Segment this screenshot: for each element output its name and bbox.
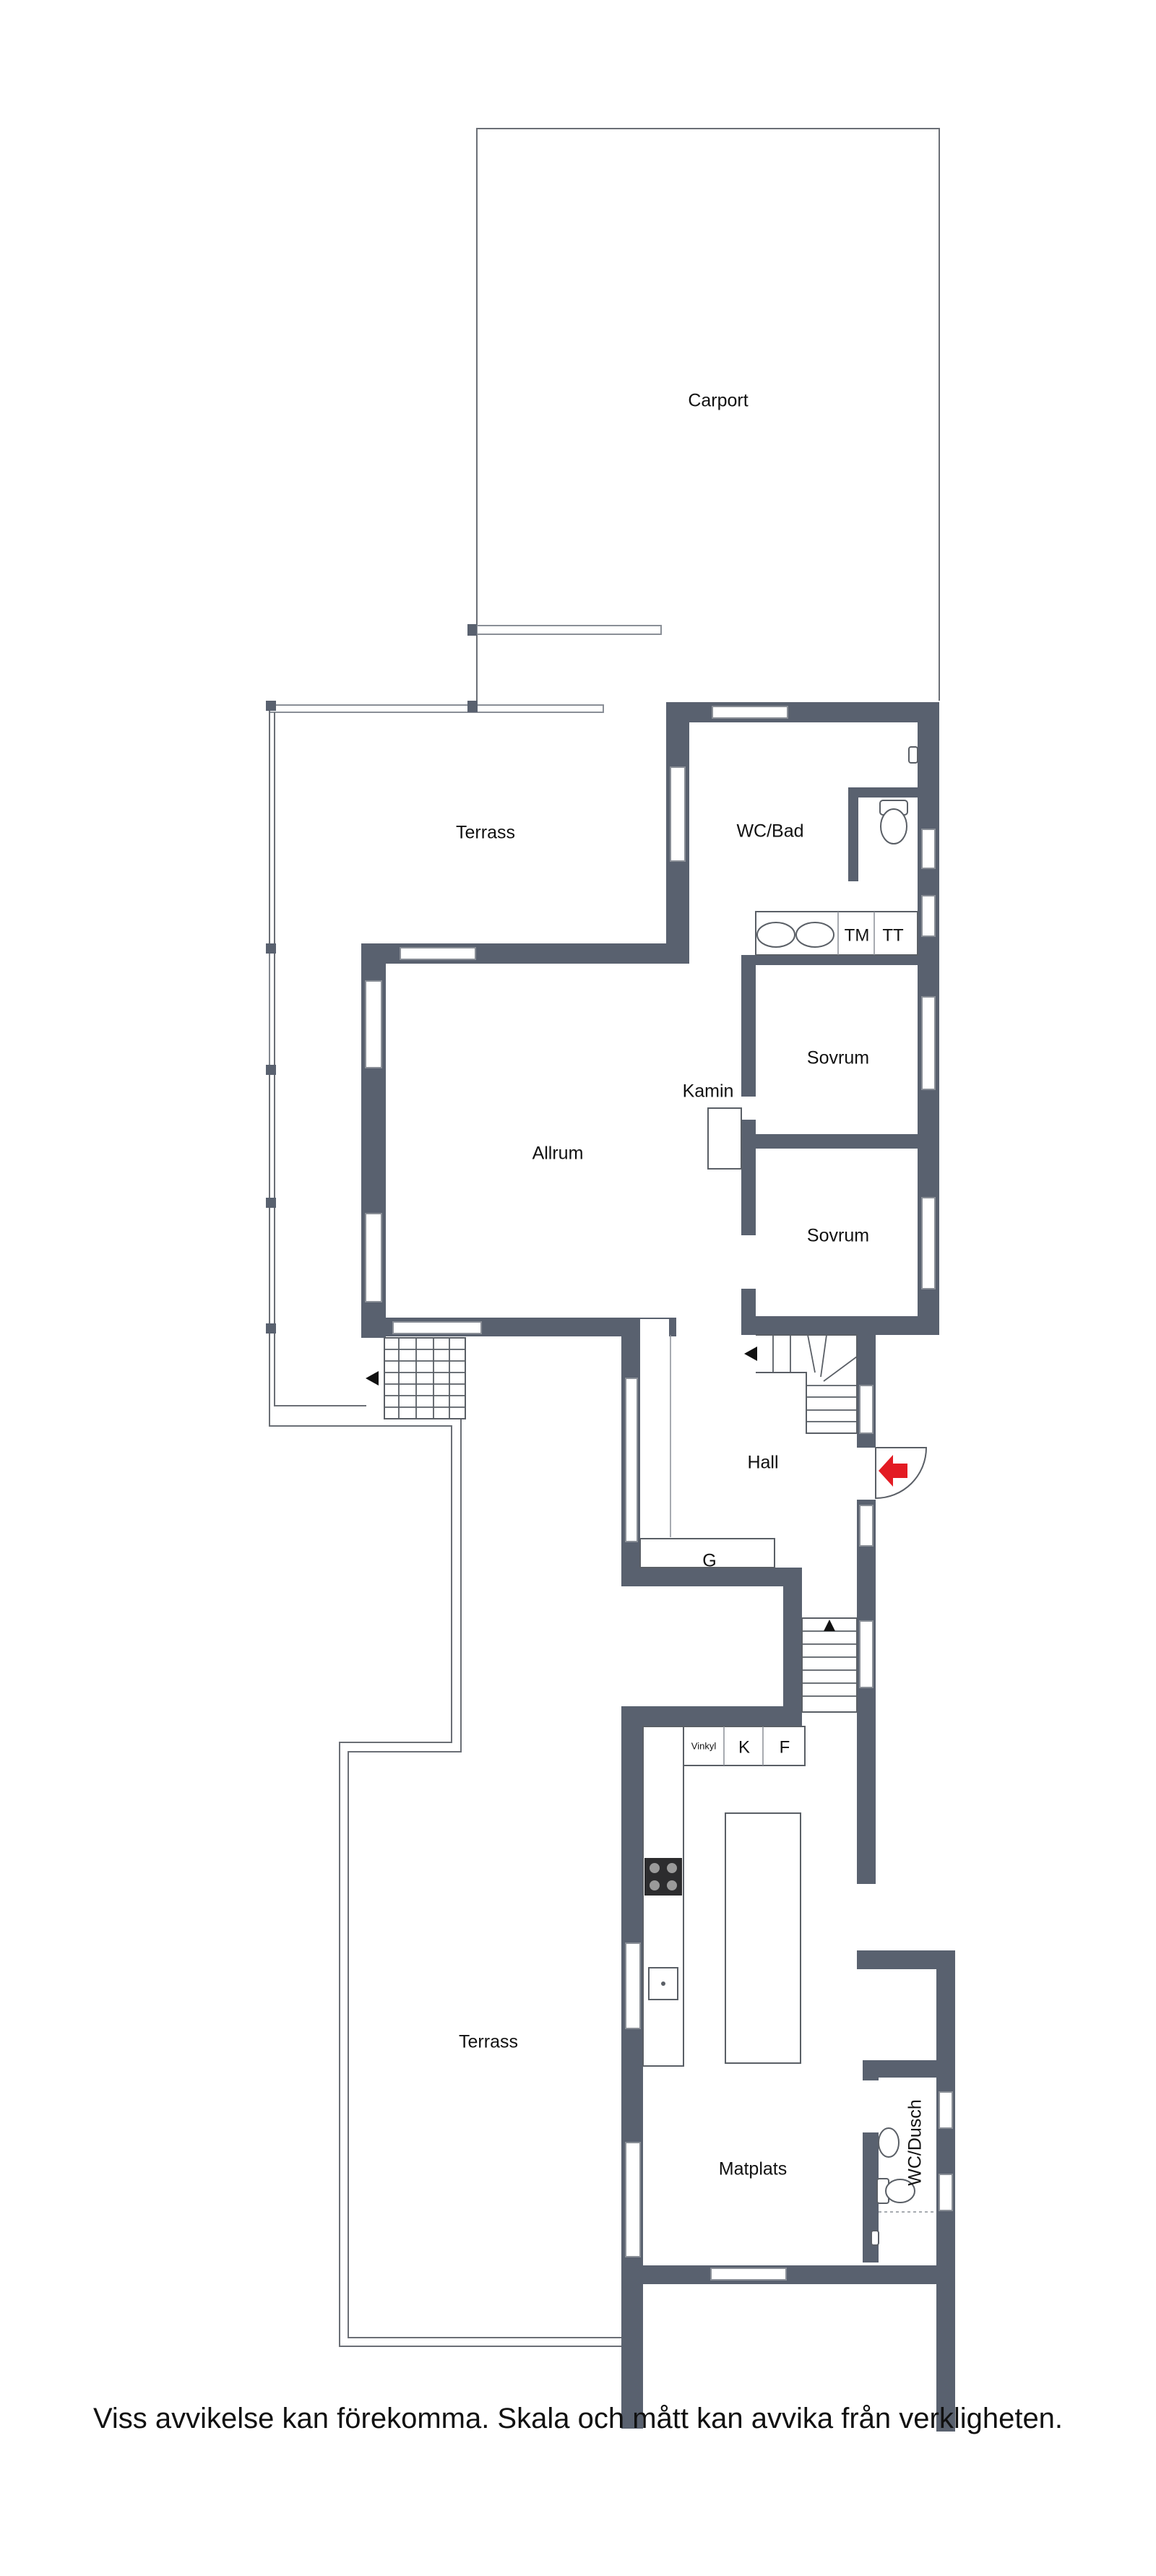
stairs-hall-upper [744,1334,858,1434]
entrance-door [875,1447,928,1500]
label-hall: Hall [747,1453,778,1473]
label-k: K [738,1737,750,1757]
hall-closet [639,1335,775,1568]
terrace-top-outline [266,701,621,2347]
label-terrace-bottom: Terrass [459,2032,518,2052]
carport-outline [467,128,940,701]
disclaimer-text: Viss avvikelse kan förekomma. Skala och … [92,2403,1064,2434]
label-wc-bad: WC/Bad [736,821,803,842]
label-matplats: Matplats [719,2159,787,2179]
label-terrace-top: Terrass [456,823,515,843]
label-sovrum-1: Sovrum [807,1048,869,1068]
stairs-allrum [366,1337,466,1419]
kamin-fireplace [707,1107,742,1170]
label-carport: Carport [688,391,748,411]
kitchen-island [725,1812,801,2064]
label-sovrum-2: Sovrum [807,1226,869,1246]
wc-dusch-fixtures [871,2127,936,2246]
label-wc-dusch: WC/Dusch [905,2099,926,2185]
room-labels: Carport Terrass WC/Bad TM TT Sovrum Kami… [456,391,926,2186]
label-kamin: Kamin [683,1081,734,1102]
label-g: G [702,1551,716,1571]
label-tm: TM [845,925,870,945]
label-vinkyl: Vinkyl [691,1740,717,1751]
openings [640,1319,876,1950]
label-f: F [780,1737,790,1757]
wc-bad-fixtures [755,746,918,956]
kitchen-fixtures [642,1726,806,2067]
entrance-arrow-icon [879,1455,907,1487]
label-tt: TT [882,925,904,945]
stove-icon [644,1858,682,1896]
windows [365,706,953,2281]
label-allrum: Allrum [532,1144,584,1164]
stairs-hall-lower [801,1617,858,1713]
